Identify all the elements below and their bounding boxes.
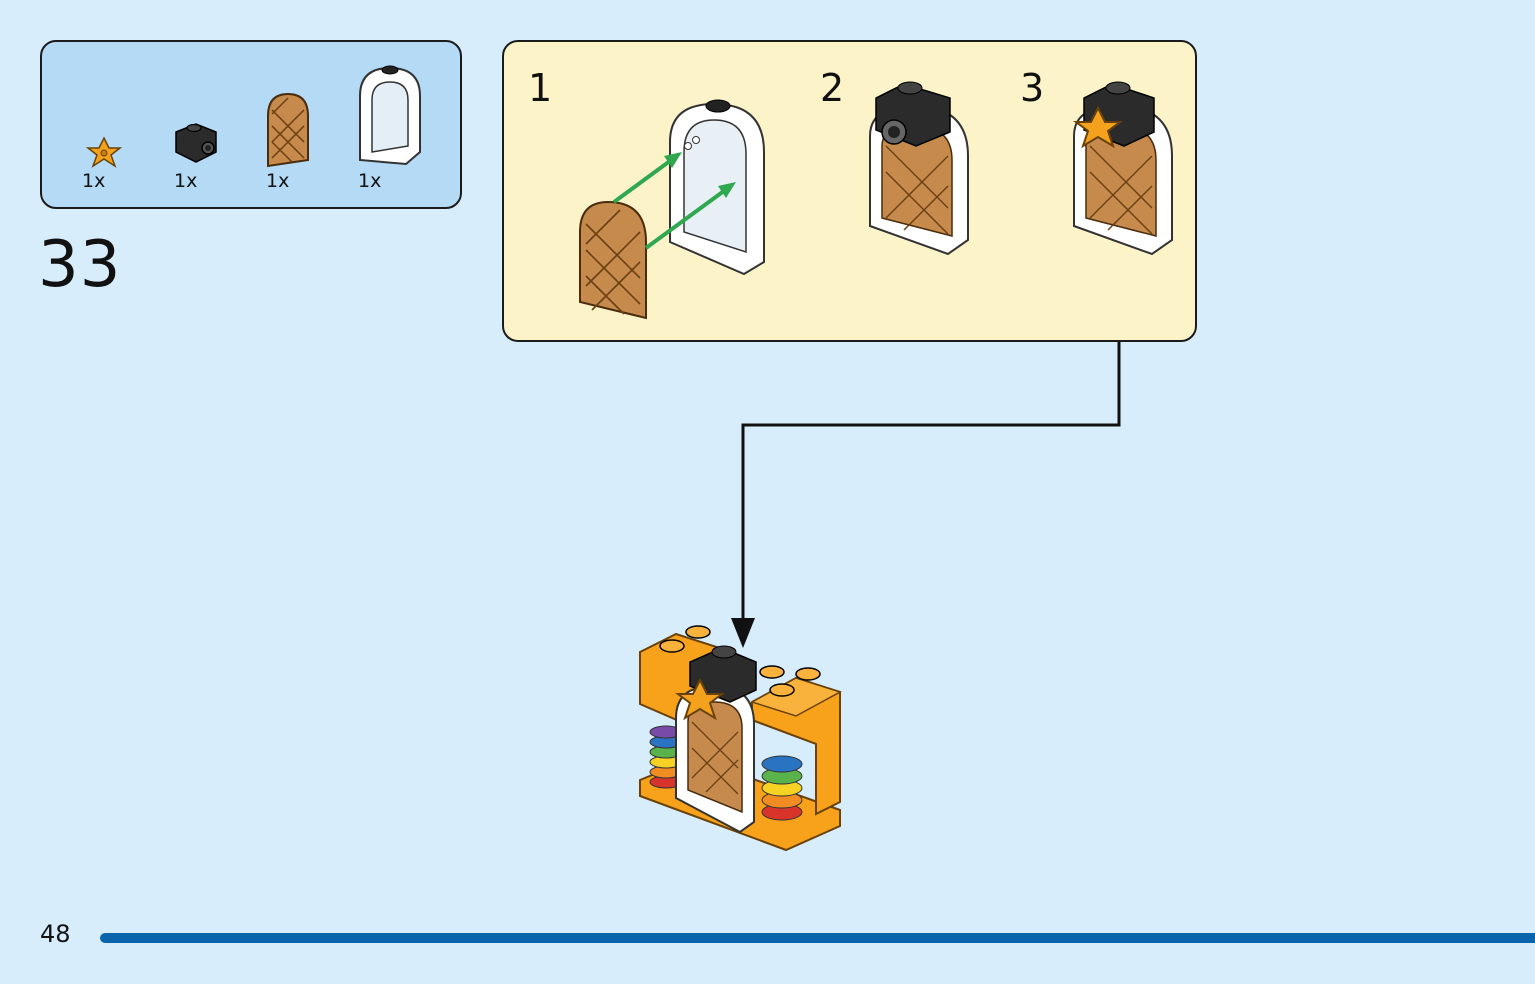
- part-qty: 1x: [82, 170, 106, 192]
- page-accent-bar: [100, 933, 1535, 943]
- sub-assembly-box: 1 2 3: [502, 40, 1197, 342]
- page-number: 48: [40, 920, 71, 948]
- star-icon: [85, 136, 123, 168]
- sub-step-number: 1: [528, 66, 553, 110]
- part-qty: 1x: [358, 170, 382, 192]
- assembled-model-illustration: [639, 625, 842, 852]
- sub-step-3-illustration: [1073, 81, 1173, 256]
- sub-step-number: 2: [820, 66, 845, 110]
- part-qty: 1x: [266, 170, 290, 192]
- lattice-door-icon: [267, 92, 309, 168]
- parts-list-box: 1x 1x 1x 1x: [40, 40, 462, 209]
- bracket-icon: [175, 123, 217, 163]
- step-number: 33: [38, 228, 122, 302]
- sub-step-2-illustration: [869, 81, 969, 256]
- part-qty: 1x: [174, 170, 198, 192]
- sub-step-number: 3: [1020, 66, 1045, 110]
- arch-frame-icon: [359, 65, 421, 166]
- sub-step-1-illustration: [579, 99, 765, 320]
